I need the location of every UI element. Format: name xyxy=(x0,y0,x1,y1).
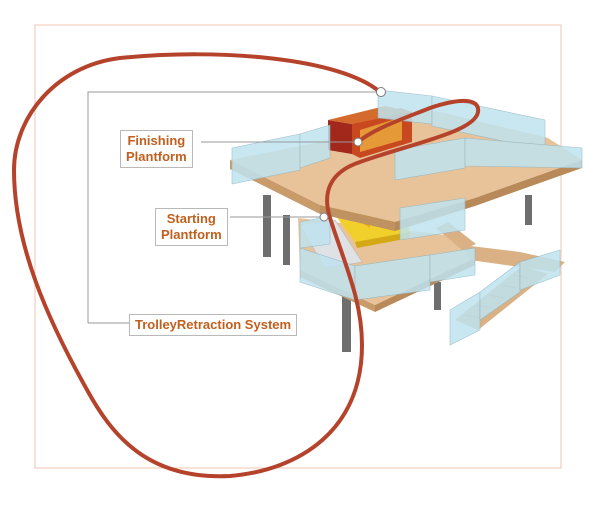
trolley-label-text: TrolleyRetraction System xyxy=(135,317,292,332)
starting-connector-dot xyxy=(319,212,329,222)
callout-leader-lines xyxy=(87,91,380,324)
glass-railings xyxy=(231,89,583,346)
finishing-label-line1: Finishing xyxy=(127,133,186,148)
finishing-connector-dot xyxy=(353,137,363,147)
trolley-track xyxy=(11,52,481,479)
starting-label-line2: Plantform xyxy=(161,227,222,242)
starting-platform-label: Starting Plantform xyxy=(155,208,228,246)
top-connector-dot xyxy=(376,87,386,97)
finishing-label-line2: Plantform xyxy=(126,149,187,164)
trolley-retraction-label: TrolleyRetraction System xyxy=(129,314,298,336)
starting-label-line1: Starting xyxy=(166,211,216,226)
finishing-platform-label: Finishing Plantform xyxy=(120,130,193,168)
outer-frame xyxy=(34,24,562,469)
support-pillars xyxy=(263,195,532,352)
connector-dots xyxy=(319,87,386,222)
